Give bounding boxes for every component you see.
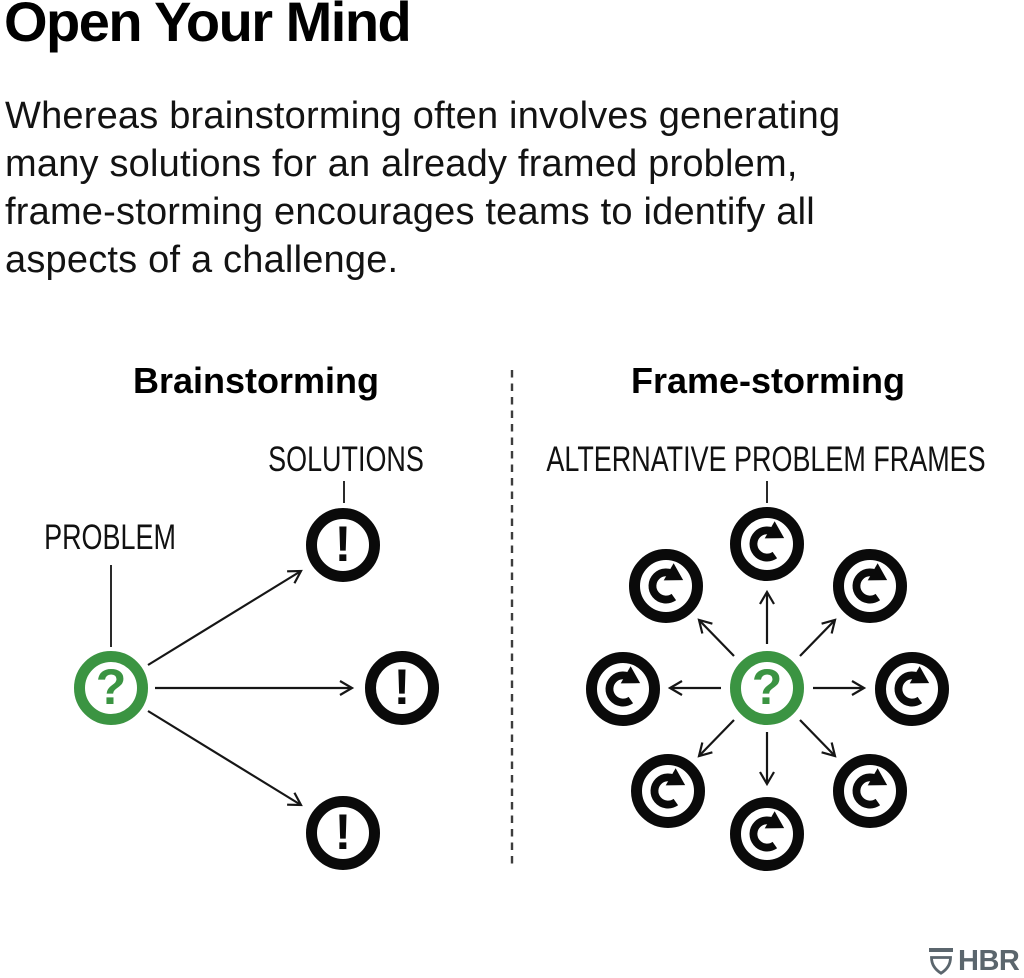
exclamation-icon: ! bbox=[393, 658, 411, 715]
frame-node bbox=[730, 507, 804, 581]
solution-node: ! bbox=[365, 651, 439, 725]
frame-storming-heading: Frame-storming bbox=[630, 360, 906, 401]
refresh-icon bbox=[889, 666, 935, 712]
refresh-icon bbox=[744, 521, 790, 567]
question-mark-icon: ? bbox=[95, 658, 127, 715]
frame-node bbox=[586, 652, 660, 726]
exclamation-icon: ! bbox=[334, 515, 352, 572]
hbr-logo: HBR bbox=[929, 945, 1020, 977]
alternative-frames-label: ALTERNATIVE PROBLEM FRAMES bbox=[546, 440, 986, 479]
solution-node: ! bbox=[306, 508, 380, 582]
solutions-label: SOLUTIONS bbox=[268, 440, 424, 479]
frame-node bbox=[631, 754, 705, 828]
frame-node bbox=[833, 754, 907, 828]
problem-label: PROBLEM bbox=[44, 518, 176, 557]
frame-node bbox=[875, 652, 949, 726]
intro-line: Whereas brainstorming often involves gen… bbox=[5, 95, 841, 137]
page-title: Open Your Mind bbox=[4, 0, 412, 53]
hbr-shield-icon bbox=[929, 948, 953, 975]
solution-node: ! bbox=[306, 796, 380, 870]
intro-line: aspects of a challenge. bbox=[5, 239, 399, 281]
framestorm-arrows bbox=[667, 589, 867, 787]
intro-line: frame-storming encourages teams to ident… bbox=[5, 191, 815, 233]
label-connector-lines bbox=[110, 481, 768, 647]
intro-paragraph: Whereas brainstorming often involves gen… bbox=[5, 92, 840, 284]
refresh-icon bbox=[847, 563, 893, 609]
frame-node bbox=[629, 549, 703, 623]
refresh-icon bbox=[744, 811, 790, 857]
problem-node-left: ? bbox=[74, 651, 148, 725]
problem-node-right: ? bbox=[730, 651, 804, 725]
intro-line: many solutions for an already framed pro… bbox=[5, 143, 798, 185]
refresh-icon bbox=[645, 768, 691, 814]
brainstorm-arrows bbox=[147, 569, 355, 807]
refresh-icon bbox=[847, 768, 893, 814]
question-mark-icon: ? bbox=[751, 658, 783, 715]
exclamation-icon: ! bbox=[334, 803, 352, 860]
hbr-logo-text: HBR bbox=[958, 945, 1020, 977]
frame-node bbox=[833, 549, 907, 623]
brainstorming-heading: Brainstorming bbox=[132, 360, 380, 401]
frame-node bbox=[730, 797, 804, 871]
refresh-icon bbox=[600, 666, 646, 712]
refresh-icon bbox=[643, 563, 689, 609]
